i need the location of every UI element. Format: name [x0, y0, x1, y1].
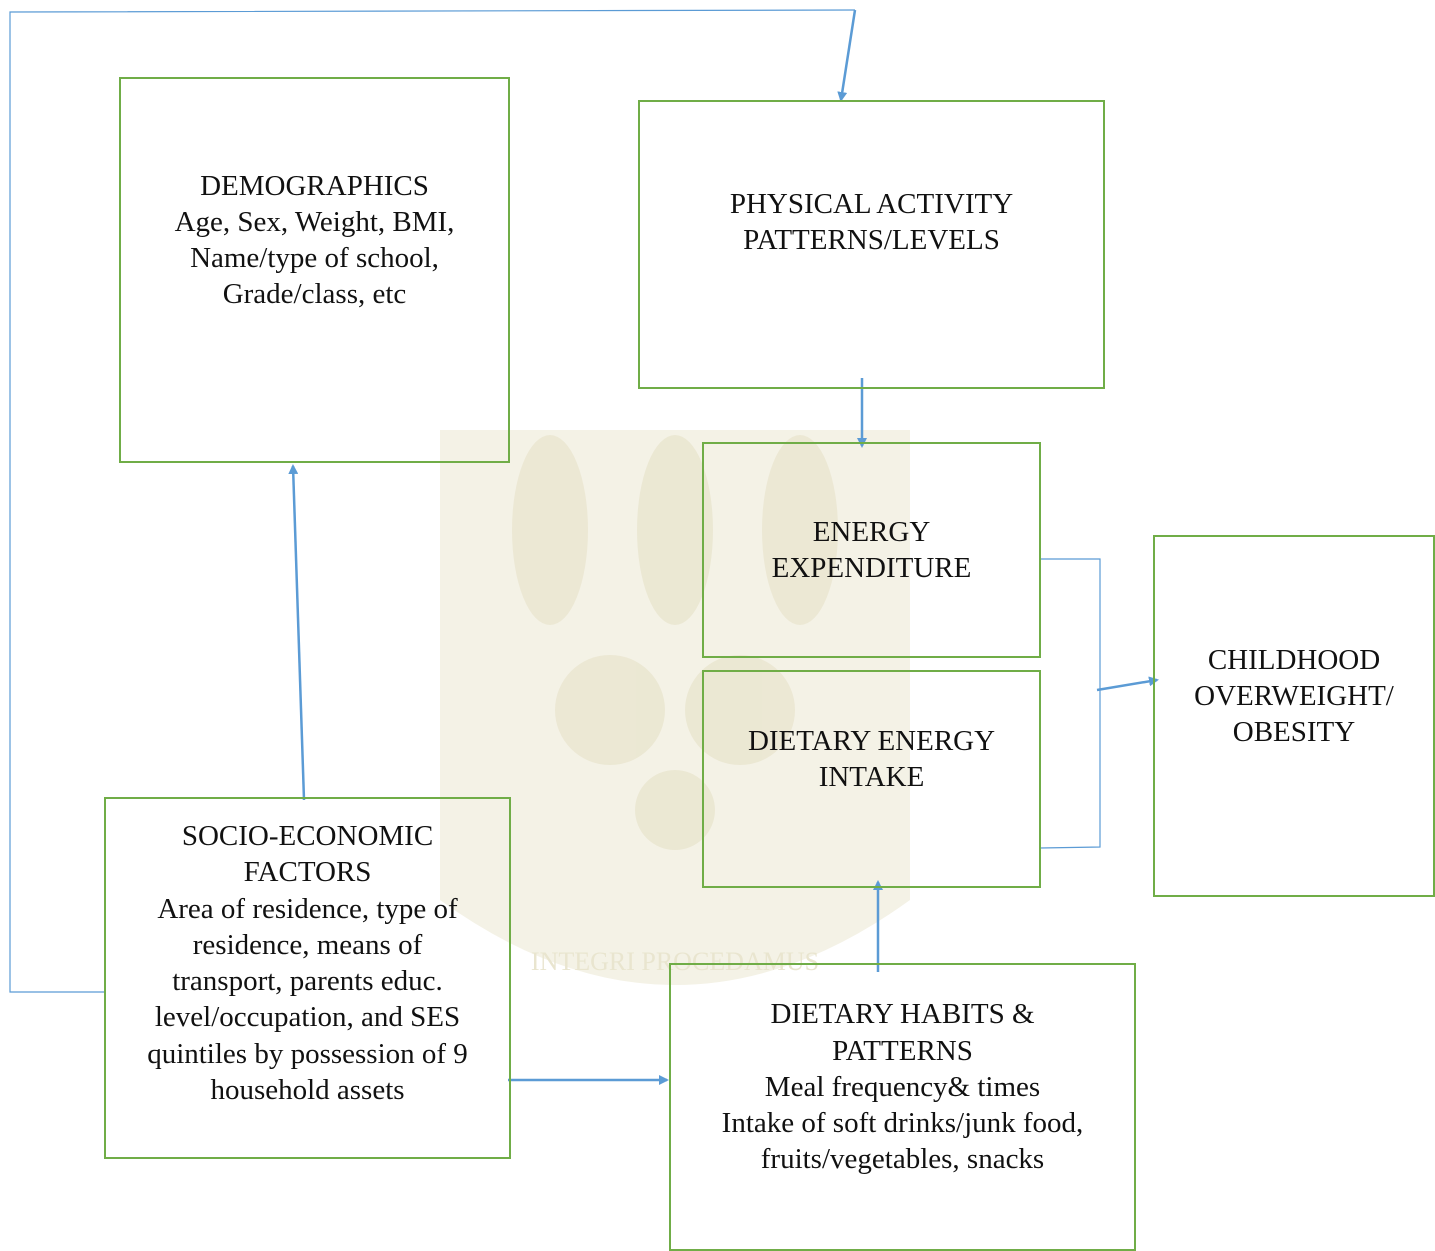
socio-economic-line-8: household assets — [210, 1073, 405, 1106]
socio-economic-box: SOCIO-ECONOMIC FACTORS Area of residence… — [104, 797, 511, 1159]
arrow-socio-to-demographics — [288, 464, 306, 801]
socio-economic-line-1: SOCIO-ECONOMIC — [181, 820, 434, 852]
watermark-motto: INTEGRI PROCEDAMUS — [531, 947, 819, 976]
physical-activity-line-1: PHYSICAL ACTIVITY — [729, 187, 1014, 220]
dietary-energy-intake-box: DIETARY ENERGY INTAKE — [702, 670, 1041, 888]
dietary-energy-intake-line-1: DIETARY ENERGY — [747, 724, 996, 757]
dietary-habits-line-2: PATTERNS — [832, 1034, 973, 1067]
physical-activity-line-2: PATTERNS/LEVELS — [743, 224, 1000, 256]
childhood-obesity-box: CHILDHOOD OVERWEIGHT/ OBESITY — [1153, 535, 1435, 897]
dietary-habits-line-5: fruits/vegetables, snacks — [760, 1143, 1045, 1176]
arrow-socio-to-physical-activity — [9, 9, 856, 993]
dietary-habits-line-3: Meal frequency& times — [764, 1070, 1041, 1103]
demographics-line-2: Name/type of school, — [190, 242, 439, 274]
bracket-energy-balance — [1039, 558, 1101, 849]
childhood-obesity-line-2: OVERWEIGHT/ — [1194, 679, 1394, 712]
dietary-energy-intake-line-2: INTAKE — [818, 761, 925, 793]
socio-economic-line-2: FACTORS — [243, 856, 372, 889]
demographics-title: DEMOGRAPHICS — [200, 169, 429, 202]
demographics-box: DEMOGRAPHICS Age, Sex, Weight, BMI, Name… — [119, 77, 510, 463]
demographics-line-1: Age, Sex, Weight, BMI, — [174, 205, 455, 238]
arrow-energy-to-obesity — [1096, 676, 1159, 692]
childhood-obesity-line-1: CHILDHOOD — [1207, 643, 1381, 676]
dietary-habits-line-4: Intake of soft drinks/junk food, — [721, 1107, 1084, 1140]
arrow-head-physical-activity — [837, 9, 857, 102]
dietary-habits-line-1: DIETARY HABITS & — [770, 998, 1035, 1031]
physical-activity-box: PHYSICAL ACTIVITY PATTERNS/LEVELS — [638, 100, 1105, 389]
socio-economic-line-3: Area of residence, type of — [157, 892, 458, 925]
energy-expenditure-line-2: EXPENDITURE — [771, 552, 972, 584]
socio-economic-line-7: quintiles by possession of 9 — [147, 1037, 468, 1070]
demographics-line-3: Grade/class, etc — [222, 278, 407, 311]
childhood-obesity-line-3: OBESITY — [1232, 716, 1356, 749]
energy-expenditure-line-1: ENERGY — [812, 515, 931, 548]
socio-economic-line-6: level/occupation, and SES — [154, 1001, 461, 1034]
socio-economic-line-4: residence, means of — [192, 928, 423, 961]
energy-expenditure-box: ENERGY EXPENDITURE — [702, 442, 1041, 658]
socio-economic-line-5: transport, parents educ. — [172, 965, 443, 997]
dietary-habits-box: DIETARY HABITS & PATTERNS Meal frequency… — [669, 963, 1136, 1251]
university-crest-watermark: INTEGRI PROCEDAMUS — [440, 430, 910, 985]
